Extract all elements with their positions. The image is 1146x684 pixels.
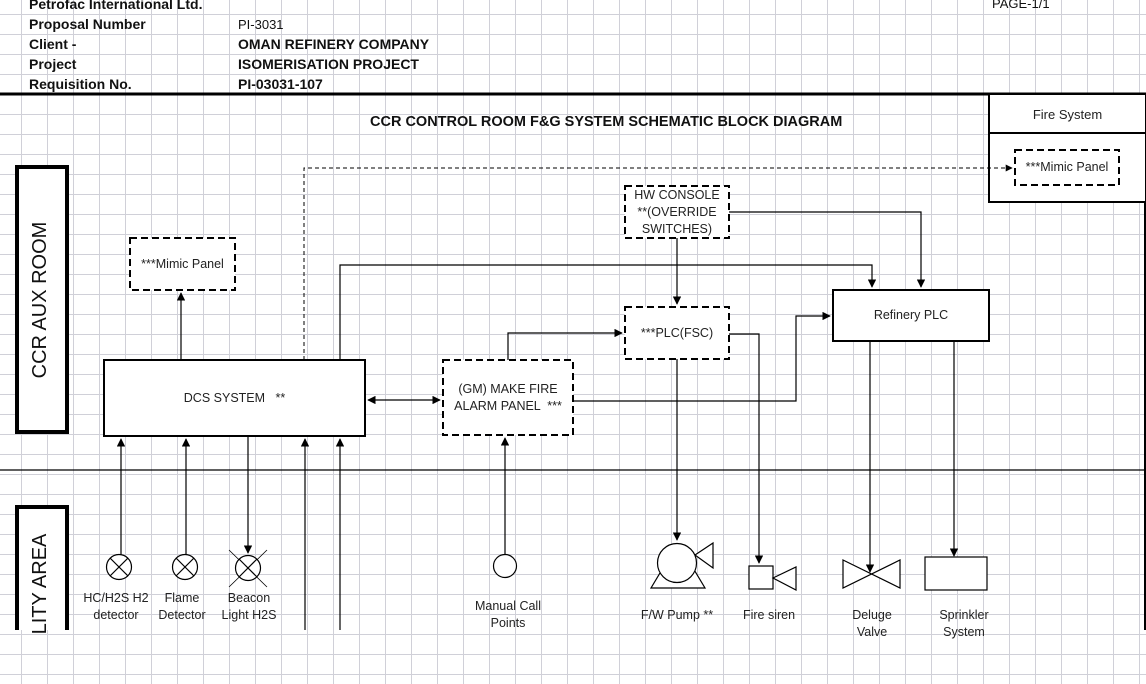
project-value: ISOMERISATION PROJECT bbox=[238, 56, 419, 72]
fire-siren-icon bbox=[748, 565, 797, 591]
manual-call-point-label-line1: Manual Call bbox=[474, 599, 541, 613]
hw-console-label: HW CONSOLE **(OVERRIDE SWITCHES) bbox=[625, 186, 729, 238]
sprinkler-system-icon bbox=[924, 556, 988, 591]
plc-fsc-label: ***PLC(FSC) bbox=[640, 325, 714, 340]
fire-alarm-panel-label-line1: (GM) MAKE FIRE bbox=[458, 381, 558, 396]
fire-alarm-to-plc-connector bbox=[507, 328, 623, 360]
project-label: Project bbox=[29, 56, 77, 72]
client-label: Client - bbox=[29, 36, 77, 52]
client-value: OMAN REFINERY COMPANY bbox=[238, 36, 430, 52]
deluge-valve-label-line2: Valve bbox=[856, 625, 888, 639]
dcs-system-label: DCS SYSTEM ** bbox=[183, 390, 286, 405]
diagram-title: CCR CONTROL ROOM F&G SYSTEM SCHEMATIC BL… bbox=[370, 114, 843, 130]
facility-area-zone-box bbox=[15, 505, 69, 630]
mimic-panel-box bbox=[129, 237, 236, 291]
fire-alarm-panel-box bbox=[442, 359, 574, 436]
deluge-valve-icon bbox=[842, 559, 901, 589]
hw-console-label-line1: HW CONSOLE bbox=[634, 187, 720, 202]
flame-detector-label-line1: Flame bbox=[164, 591, 200, 605]
company-name: Petrofac International Ltd. bbox=[29, 0, 203, 12]
mimic-panel-label: ***Mimic Panel bbox=[141, 256, 224, 271]
ccr-aux-room-label: CCR AUX ROOM bbox=[29, 221, 51, 379]
hc-detector-label-line1: HC/H2S H2 bbox=[83, 591, 149, 605]
fire-alarm-to-refinery-plc-connector bbox=[573, 311, 831, 402]
ccr-aux-room-zone-box bbox=[15, 165, 69, 434]
deluge-valve-label-line1: Deluge bbox=[852, 608, 892, 622]
requisition-label: Requisition No. bbox=[29, 76, 132, 92]
schematic-diagram bbox=[0, 92, 1146, 630]
hw-console-label-line2: **(OVERRIDE bbox=[637, 204, 717, 219]
manual-call-point-label-line2: Points bbox=[490, 616, 526, 630]
refinery-plc-label: Refinery PLC bbox=[873, 308, 949, 322]
fire-alarm-panel-label: (GM) MAKE FIRE ALARM PANEL *** bbox=[443, 360, 573, 435]
refinery-plc-box bbox=[832, 289, 990, 342]
flame-detector-label-line2: Detector bbox=[158, 608, 206, 622]
sprinkler-system-label-line1: Sprinkler bbox=[939, 608, 989, 622]
requisition-value: PI-03031-107 bbox=[238, 76, 323, 92]
proposal-number-value: PI-3031 bbox=[238, 17, 284, 32]
beacon-light-label: Beacon Light H2S bbox=[214, 590, 284, 624]
deluge-valve-label: Deluge Valve bbox=[838, 607, 906, 641]
plc-fsc-box bbox=[624, 306, 730, 360]
flame-detector-icon bbox=[171, 553, 199, 581]
manual-call-point-label: Manual Call Points bbox=[464, 598, 552, 632]
page-number: PAGE-1/1 bbox=[992, 0, 1050, 11]
dcs-to-refinery-plc-connector bbox=[339, 264, 877, 360]
fire-system-mimic-panel-label: ***Mimic Panel bbox=[1025, 160, 1109, 174]
manual-call-point-icon bbox=[492, 553, 518, 579]
hc-detector-label: HC/H2S H2 detector bbox=[76, 590, 156, 624]
facility-area-label: LITY AREA bbox=[29, 533, 51, 635]
beacon-light-label-line2: Light H2S bbox=[221, 608, 277, 622]
hw-console-box bbox=[624, 185, 730, 239]
dcs-to-fire-mimic-connector bbox=[303, 164, 1013, 360]
fire-siren-label: Fire siren bbox=[742, 608, 796, 622]
fire-water-pump-label: F/W Pump ** bbox=[640, 608, 714, 622]
beacon-light-label-line1: Beacon bbox=[227, 591, 271, 605]
fire-alarm-panel-label-line2: ALARM PANEL *** bbox=[454, 398, 562, 413]
plc-to-siren-connector bbox=[729, 333, 764, 564]
hc-detector-label-line2: detector bbox=[93, 608, 139, 622]
proposal-number-label: Proposal Number bbox=[29, 16, 146, 32]
flame-detector-label: Flame Detector bbox=[152, 590, 212, 624]
hc-detector-icon bbox=[105, 553, 133, 581]
sprinkler-system-label-line2: System bbox=[943, 625, 985, 639]
fire-system-mimic-panel-box bbox=[1014, 149, 1120, 186]
fire-system-title: Fire System bbox=[1032, 106, 1103, 122]
hw-console-to-refinery-plc-connector bbox=[729, 211, 926, 288]
dcs-system-box bbox=[103, 359, 366, 437]
fire-water-pump-icon bbox=[649, 541, 714, 589]
beacon-light-icon bbox=[228, 549, 268, 588]
hw-console-label-line3: SWITCHES) bbox=[641, 221, 713, 236]
sprinkler-system-label: Sprinkler System bbox=[926, 607, 1002, 641]
